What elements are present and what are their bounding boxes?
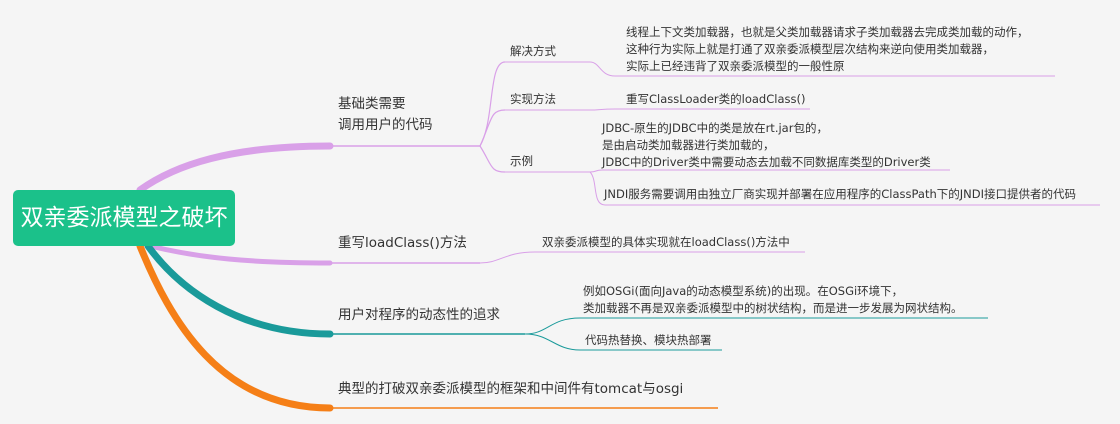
connector-sub2-leaf <box>589 108 616 111</box>
leaf-node-context-classloader[interactable]: 线程上下文类加载器，也就是父类加载器请求子类加载器去完成类加载的动作， 这种行为… <box>626 24 1029 75</box>
connector-root-branch1 <box>136 142 334 194</box>
branch-node-override-loadclass[interactable]: 重写loadClass()方法 <box>338 235 467 251</box>
leaf-line: 例如OSGi(面向Java的动态模型系统)的出现。在OSGi环境下， <box>583 284 904 298</box>
connector-root-branch2 <box>147 243 333 266</box>
branch-label-line: 调用用户的代码 <box>338 117 433 133</box>
leaf-node-osgi[interactable]: 例如OSGi(面向Java的动态模型系统)的出现。在OSGi环境下， 类加载器不… <box>583 283 963 317</box>
sub-node-example[interactable]: 示例 <box>510 154 533 168</box>
leaf-node-loadclass-implementation[interactable]: 双亲委派模型的具体实现就在loadClass()方法中 <box>542 235 790 249</box>
leaf-node-hot-swap[interactable]: 代码热替换、模块热部署 <box>585 333 712 347</box>
leaf-line: 这种行为实际上就是打通了双亲委派模型层次结构来逆向使用类加载器， <box>626 42 994 56</box>
branch-node-basic-class[interactable]: 基础类需要 调用用户的代码 <box>338 94 433 136</box>
sub-node-implementation[interactable]: 实现方法 <box>510 92 556 106</box>
connector-sub3-leaf2 <box>589 171 606 206</box>
connector-branch3-leaf1 <box>524 317 581 335</box>
connector-root-branch3 <box>144 242 334 338</box>
leaf-node-override-loadclass[interactable]: 重写ClassLoader类的loadClass() <box>626 92 806 106</box>
leaf-line: 类加载器不再是双亲委派模型中的树状结构，而是进一步发展为网状结构。 <box>583 301 963 315</box>
branch-node-frameworks[interactable]: 典型的打破双亲委派模型的框架和中间件有tomcat与osgi <box>338 381 684 397</box>
connector-branch1-sub2 <box>479 109 506 147</box>
connector-branch3-leaf2 <box>524 333 581 351</box>
connector-branch1-sub3 <box>479 145 506 173</box>
sub-node-solution[interactable]: 解决方式 <box>510 44 556 58</box>
leaf-line: 线程上下文类加载器，也就是父类加载器请求子类加载器去完成类加载的动作， <box>626 25 1029 39</box>
leaf-node-jdbc[interactable]: JDBC-原生的JDBC中的类是放在rt.jar包的， 是由启动类加载器进行类加… <box>602 120 931 171</box>
connector-sub1-leaf <box>589 61 616 77</box>
leaf-line: JDBC中的Driver类中需要动态去加载不同数据库类型的Driver类 <box>602 155 931 169</box>
root-node[interactable]: 双亲委派模型之破坏 <box>13 190 235 246</box>
leaf-line: JDBC-原生的JDBC中的类是放在rt.jar包的， <box>602 121 828 135</box>
connector-branch2-leaf <box>479 251 536 264</box>
leaf-line: 实际上已经违背了双亲委派模型的一般性原 <box>626 59 845 73</box>
branch-label-line: 基础类需要 <box>338 96 406 112</box>
connector-branch1-sub1 <box>479 61 506 147</box>
connector-root-branch4 <box>136 242 334 412</box>
connector-sub3-leaf1 <box>589 169 603 173</box>
leaf-node-jndi[interactable]: JNDI服务需要调用由独立厂商实现并部署在应用程序的ClassPath下的JND… <box>604 187 1076 201</box>
leaf-line: 是由启动类加载器进行类加载的， <box>602 138 775 152</box>
branch-node-dynamic[interactable]: 用户对程序的动态性的追求 <box>338 307 500 323</box>
